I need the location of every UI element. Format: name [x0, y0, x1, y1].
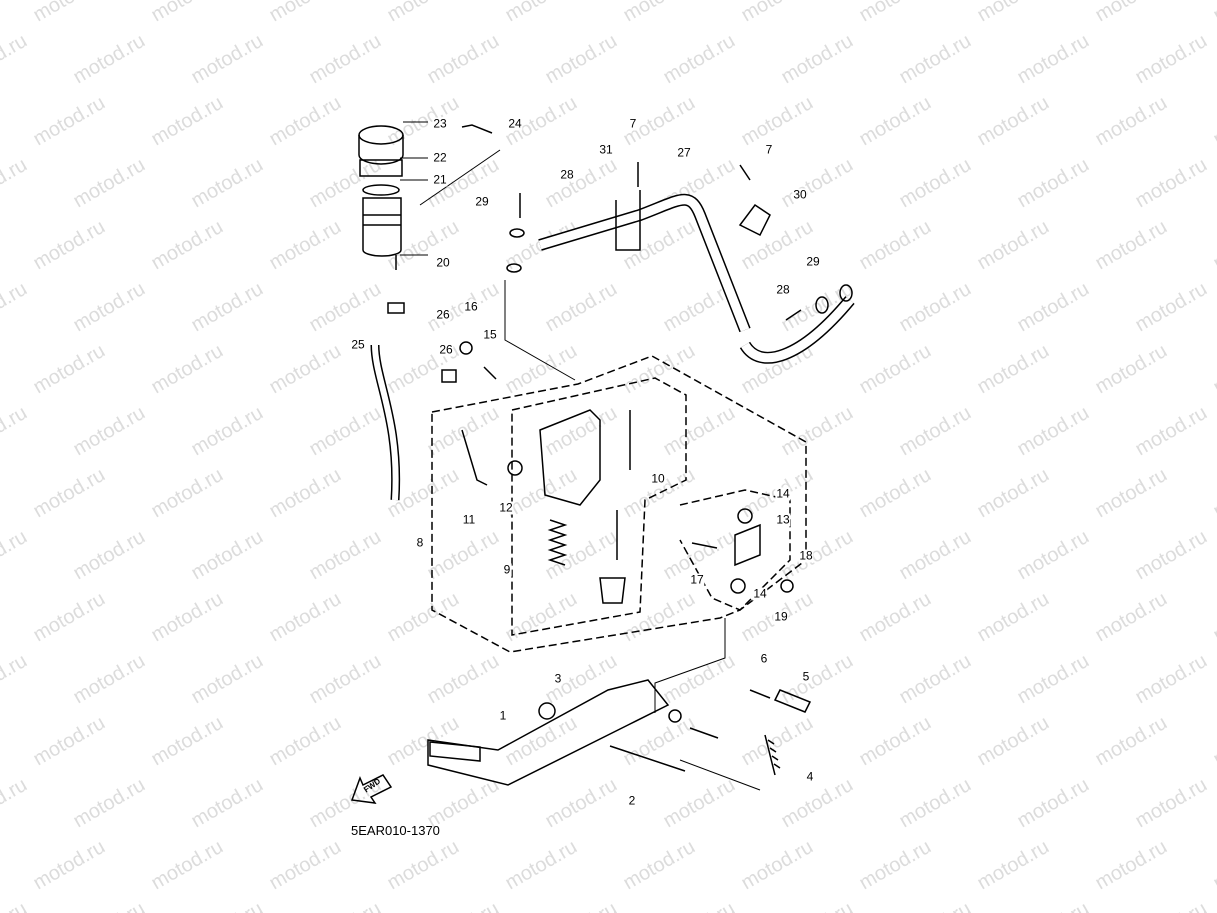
callout: 25 — [350, 337, 366, 352]
callout: 21 — [432, 172, 448, 187]
callout: 14 — [775, 486, 791, 501]
diagram-code: 5EAR010-1370 — [351, 823, 440, 838]
callout: 14 — [752, 586, 768, 601]
callout: 2 — [627, 793, 637, 808]
washers — [459, 228, 853, 723]
callout: 19 — [773, 609, 789, 624]
boot — [599, 577, 626, 604]
master-cylinder — [539, 409, 601, 506]
callout: 18 — [798, 548, 814, 563]
callout: 20 — [435, 255, 451, 270]
clevis — [734, 523, 761, 567]
callout: 1 — [498, 708, 508, 723]
callout: 29 — [474, 194, 490, 209]
callout: 16 — [463, 299, 479, 314]
pin — [773, 689, 812, 713]
group-8-outline — [431, 355, 807, 653]
callout: 30 — [792, 187, 808, 202]
spring — [547, 519, 568, 566]
pipe-fitting — [461, 429, 488, 486]
callout: 7 — [764, 142, 774, 157]
callout: 26 — [435, 307, 451, 322]
callout: 5 — [801, 669, 811, 684]
callout: 6 — [759, 651, 769, 666]
callout: 15 — [482, 327, 498, 342]
callout: 27 — [676, 145, 692, 160]
callout: 8 — [415, 535, 425, 550]
callout: 9 — [502, 562, 512, 577]
hose-holder — [738, 203, 771, 237]
callout: 28 — [775, 282, 791, 297]
callout: 3 — [553, 671, 563, 686]
brake-hose — [538, 193, 751, 333]
callout: 22 — [432, 150, 448, 165]
callout: 24 — [507, 116, 523, 131]
watermark-text: motod.ru — [1210, 0, 1217, 26]
callout: 26 — [438, 342, 454, 357]
hose-bracket — [615, 190, 641, 251]
hose-clip — [387, 302, 405, 314]
reservoir-assembly — [358, 125, 404, 270]
callout: 4 — [805, 769, 815, 784]
callout: 13 — [775, 512, 791, 527]
bolts — [461, 124, 802, 772]
hose-clip-2 — [441, 369, 457, 383]
callout: 17 — [689, 572, 705, 587]
piston-rod — [616, 410, 631, 560]
callout: 31 — [598, 142, 614, 157]
callout: 7 — [628, 116, 638, 131]
return-spring — [764, 734, 781, 776]
callout: 11 — [461, 512, 477, 527]
callout: 12 — [498, 500, 514, 515]
callout: 29 — [805, 254, 821, 269]
group-9-outline — [511, 377, 687, 636]
callout: 10 — [650, 471, 666, 486]
brake-pedal — [427, 679, 670, 786]
pedal-pad — [429, 741, 481, 762]
forward-arrow-icon — [350, 774, 393, 804]
leader-lines — [400, 121, 761, 791]
callout: 23 — [432, 116, 448, 131]
group-13-outline — [679, 489, 791, 611]
callout: 28 — [559, 167, 575, 182]
